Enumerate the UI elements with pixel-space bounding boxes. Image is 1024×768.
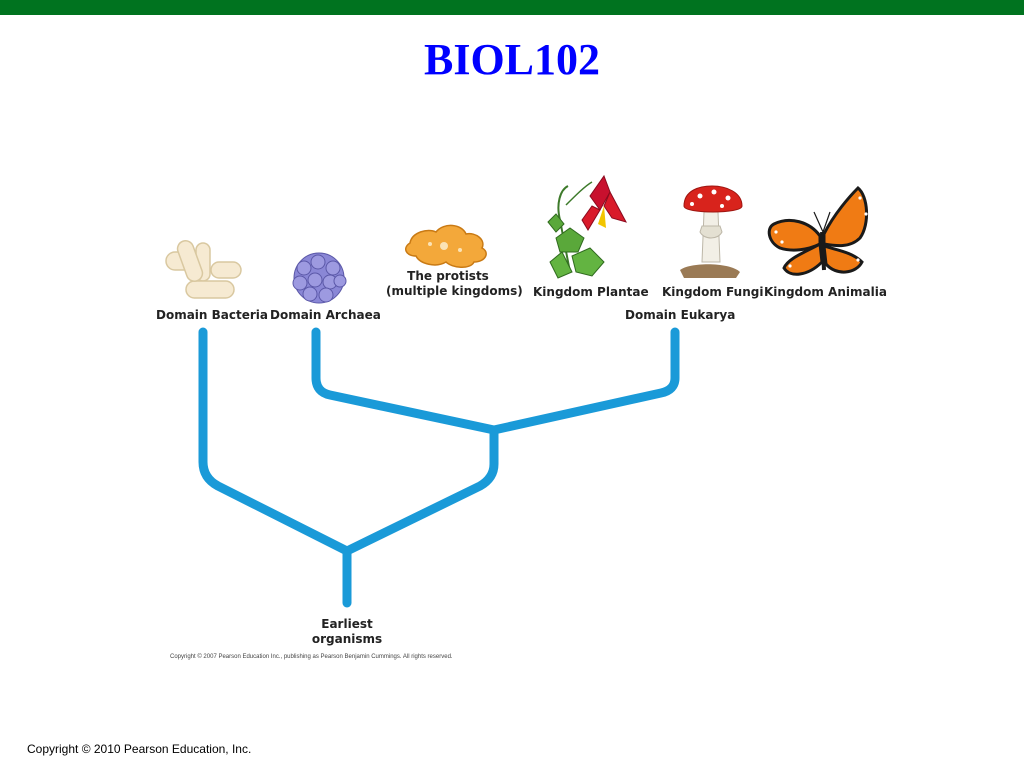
root-label-line2: organisms xyxy=(311,632,383,646)
figure-credit: Copyright © 2007 Pearson Education Inc.,… xyxy=(170,654,453,660)
monarch-butterfly-icon xyxy=(767,185,868,276)
amoeba-icon xyxy=(405,224,487,268)
top-bar xyxy=(0,0,1024,15)
kingdom-animalia-label: Kingdom Animalia xyxy=(764,285,887,299)
bacteria-cells-icon xyxy=(165,240,242,299)
mushroom-icon xyxy=(680,185,743,278)
branch-archaea-eukarya xyxy=(342,425,499,556)
archaea-cell-icon xyxy=(292,252,347,304)
branch-archaea xyxy=(311,327,499,435)
columbine-flower-icon xyxy=(547,174,627,279)
branch-eukarya xyxy=(489,327,680,435)
root-label: Earliest organisms xyxy=(297,617,397,647)
kingdom-fungi-label: Kingdom Fungi xyxy=(662,285,764,299)
slide-footer: Copyright © 2010 Pearson Education, Inc. xyxy=(27,742,252,756)
slide-title: BIOL102 xyxy=(423,35,601,84)
branch-bacteria xyxy=(198,327,352,556)
domain-archaea-label: Domain Archaea xyxy=(270,308,381,322)
protists-label-line1: The protists xyxy=(407,269,489,283)
kingdom-plantae-label: Kingdom Plantae xyxy=(533,285,649,299)
tree-branches xyxy=(198,327,680,608)
root-label-line1: Earliest xyxy=(321,617,373,631)
domain-eukarya-label: Domain Eukarya xyxy=(625,308,736,322)
domain-bacteria-label: Domain Bacteria xyxy=(156,308,269,322)
protists-label-line2: (multiple kingdoms) xyxy=(386,284,523,298)
protists-label: The protists (multiple kingdoms) xyxy=(386,269,523,299)
